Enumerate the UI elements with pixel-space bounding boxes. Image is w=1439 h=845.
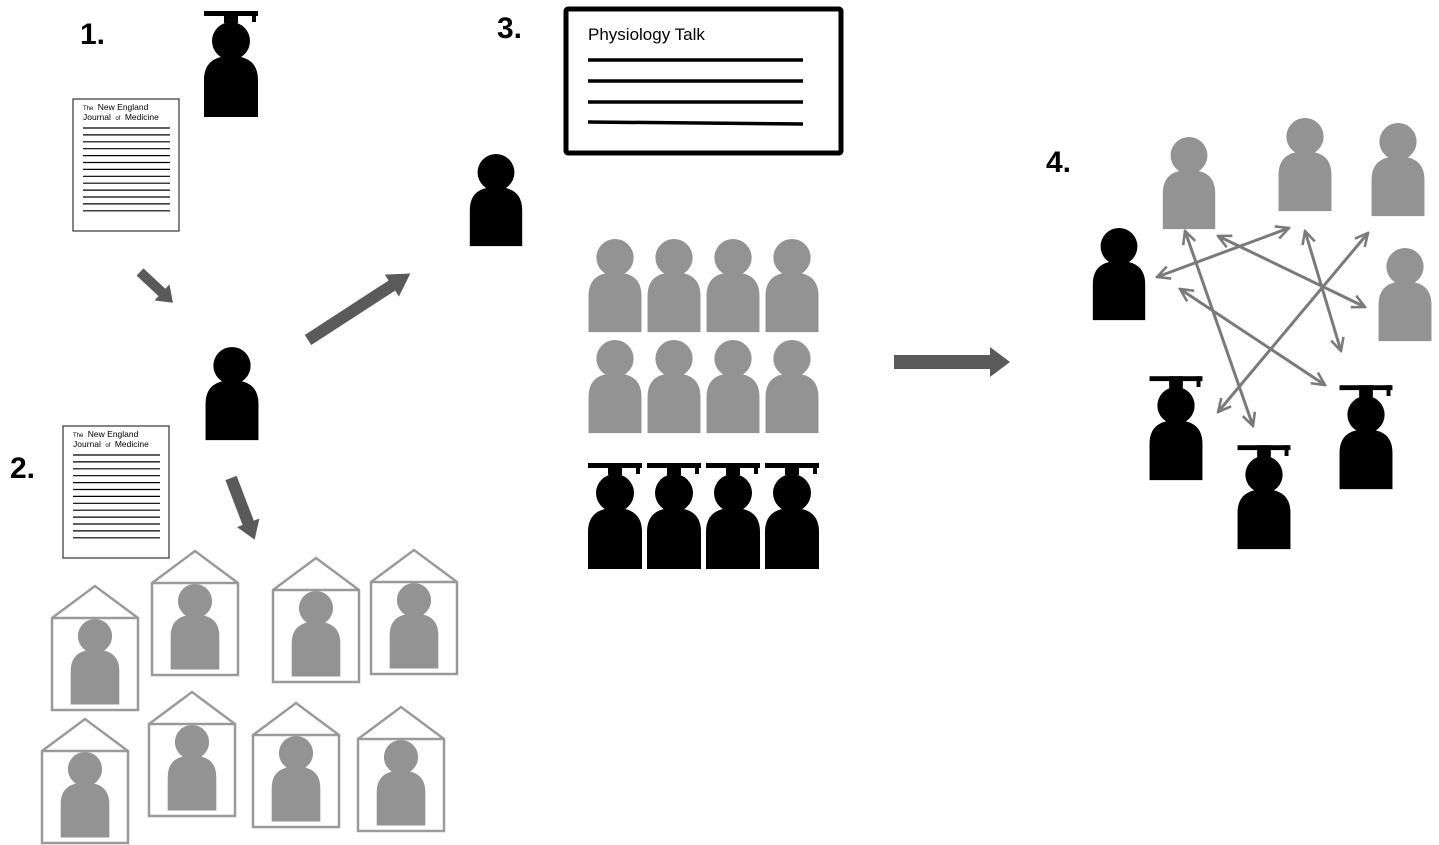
discussion-group: [1092, 117, 1432, 550]
audience-faculty-icon: [706, 463, 760, 569]
audience-student-icon: [647, 340, 701, 434]
audience-student-icon: [765, 239, 819, 333]
svg-text:Journal of Medicine: Journal of Medicine: [73, 434, 149, 451]
discussion-student-icon: [1371, 122, 1425, 217]
journal-title-part3-2: Medicine: [115, 439, 149, 449]
student-icon: [469, 154, 523, 247]
journal-text-lines: [83, 127, 170, 212]
house-3: [271, 556, 361, 684]
arrow-student-to-speaker: [304, 273, 411, 346]
discussion-arrow: [1185, 231, 1253, 426]
journal-article-step1: The New England Journal of Medicine: [72, 97, 180, 232]
journal-of-small-2: of: [105, 443, 110, 449]
audience-student-icon: [765, 340, 819, 434]
step-2-label: 2.: [10, 452, 35, 485]
journal-prefix-small: The: [83, 106, 94, 112]
journal-of-small: of: [115, 116, 120, 122]
student-icon: [60, 752, 110, 838]
svg-text:The New England: The New England: [73, 424, 139, 441]
journal-article-step2: The New England Journal of Medicine: [62, 424, 170, 559]
discussion-arrow: [1305, 231, 1341, 351]
house-5: [40, 717, 130, 845]
student-icon: [291, 591, 341, 677]
discussion-arrow: [1218, 233, 1368, 412]
discussion-arrow: [1157, 228, 1289, 277]
house-8: [356, 705, 446, 833]
discussion-student-icon: [1378, 248, 1432, 342]
audience-faculty-icon: [765, 463, 819, 569]
journal-text-lines: [73, 454, 160, 539]
step-4-label: 4.: [1046, 146, 1071, 179]
journal-title-part3: Medicine: [125, 112, 159, 122]
discussion-faculty-icon: [1339, 385, 1393, 490]
house-7: [251, 701, 341, 829]
discussion-faculty-icon: [1237, 445, 1291, 550]
student-icon: [271, 736, 321, 822]
audience-faculty-icon: [588, 463, 642, 569]
house-1: [50, 584, 140, 712]
speaker-student-icon: [469, 154, 523, 247]
discussion-student-icon: [1162, 137, 1216, 230]
svg-text:Journal of Medicine: Journal of Medicine: [83, 107, 159, 124]
audience-student-icon: [647, 239, 701, 333]
journal-title-part1: New England: [98, 102, 149, 112]
student-icon: [170, 584, 220, 670]
audience-student-icon: [706, 239, 760, 333]
arrow-journal-to-student: [136, 268, 173, 303]
house-6: [147, 690, 237, 818]
student-icon: [205, 347, 259, 441]
svg-text:The New England: The New England: [83, 97, 149, 114]
audience-group: [588, 239, 819, 569]
audience-faculty-icon: [647, 463, 701, 569]
arrow-talk-to-discussion: [894, 347, 1010, 377]
journal-prefix-small-2: The: [73, 433, 84, 439]
step-1-label: 1.: [80, 18, 105, 51]
discussion-student-icon: [1278, 117, 1332, 212]
discussion-student-icon: [1092, 228, 1146, 321]
discussion-arrow: [1218, 236, 1365, 307]
talk-title: Physiology Talk: [588, 25, 705, 44]
step-3-label: 3.: [497, 12, 522, 45]
journal-title-part2-2: Journal: [73, 439, 101, 449]
audience-student-icon: [588, 340, 642, 434]
journal-title-part2: Journal: [83, 112, 111, 122]
audience-student-icon: [588, 239, 642, 333]
presentation-slide: Physiology Talk: [563, 6, 844, 156]
student-icon-center: [205, 347, 259, 441]
student-icon: [167, 725, 217, 811]
house-2: [150, 549, 240, 677]
discussion-arrows: [1157, 228, 1368, 426]
faculty-icon-step1: [204, 11, 258, 117]
student-icon: [70, 619, 120, 705]
arrow-student-to-teaching: [225, 475, 260, 540]
student-icon: [389, 583, 439, 669]
student-icon: [376, 740, 426, 826]
faculty-icon: [204, 11, 258, 117]
discussion-faculty-icon: [1149, 376, 1203, 481]
journal-title-part1-2: New England: [88, 429, 139, 439]
house-4: [369, 548, 459, 676]
students-at-home-group: [40, 548, 459, 845]
audience-student-icon: [706, 340, 760, 434]
